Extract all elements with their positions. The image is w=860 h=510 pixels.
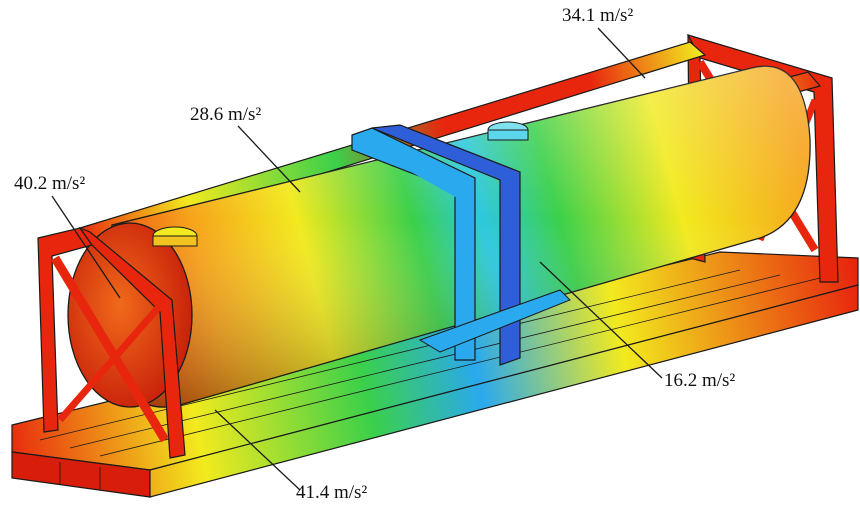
annotation-bottom-frame: 41.4 m/s²	[296, 482, 368, 503]
leader-line-upper-middle	[237, 125, 301, 193]
leader-line-top-right	[597, 27, 646, 79]
tank-front-head	[67, 222, 193, 408]
leader-line-left-head	[51, 195, 121, 299]
leader-line-bottom-frame	[214, 409, 301, 491]
middle-support-frame	[351, 124, 571, 366]
annotation-upper-middle: 28.6 m/s²	[190, 104, 262, 125]
base-frame	[11, 251, 859, 498]
annotation-left-head: 40.2 m/s²	[14, 173, 86, 194]
annotation-saddle-support: 16.2 m/s²	[664, 370, 736, 391]
front-end-frame	[37, 226, 186, 459]
leader-lines	[51, 27, 663, 491]
annotation-top-right: 34.1 m/s²	[562, 5, 634, 26]
leader-line-saddle-support	[539, 261, 663, 379]
